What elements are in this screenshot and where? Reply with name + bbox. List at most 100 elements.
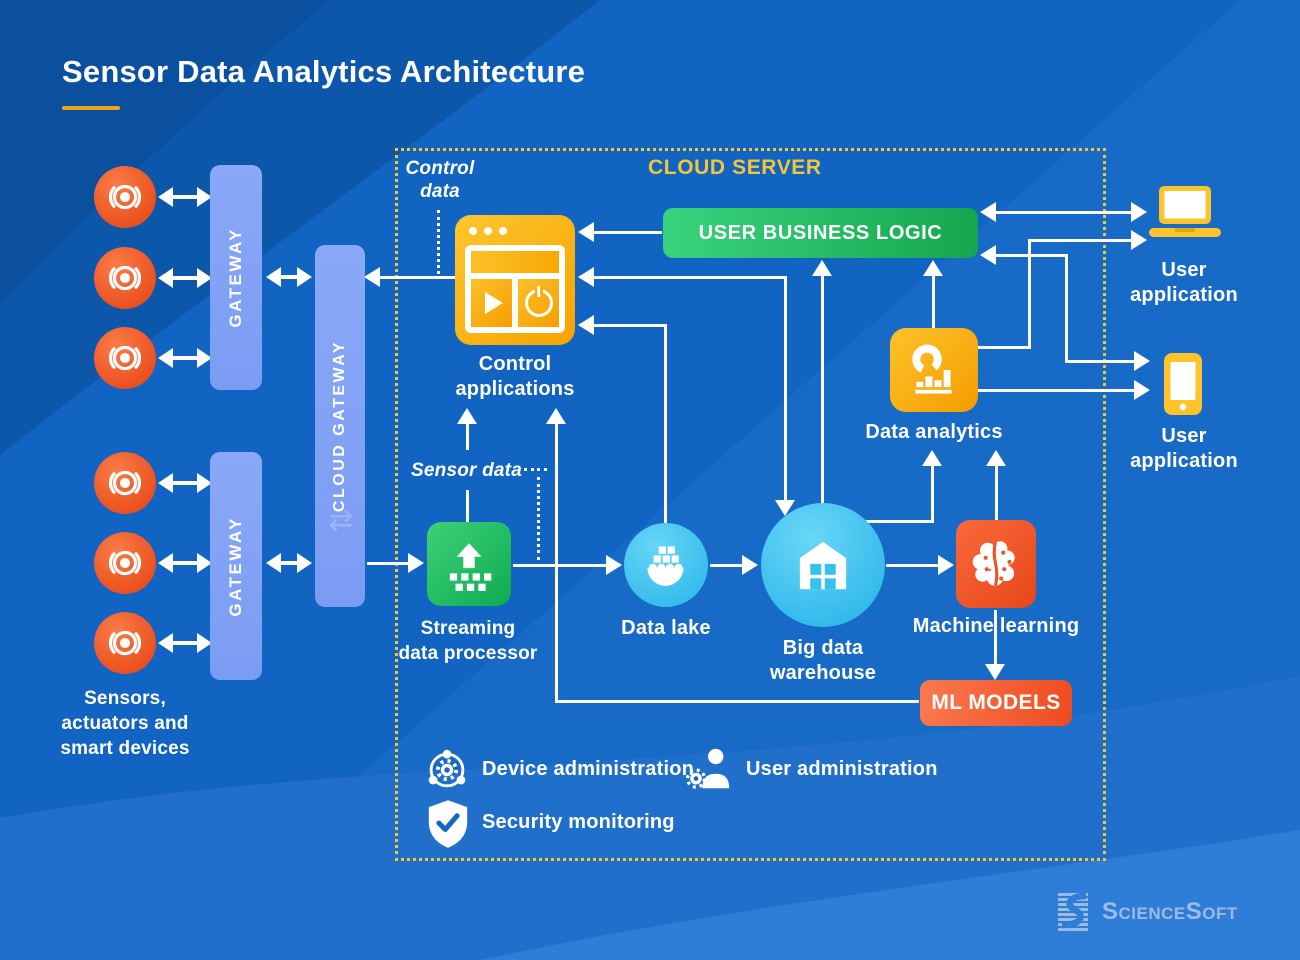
edge-sensor4-gateway bbox=[172, 481, 198, 485]
cloud-gateway-label: CLOUD GATEWAY bbox=[331, 339, 348, 513]
big-data-warehouse-node bbox=[761, 503, 885, 627]
power-icon bbox=[524, 289, 553, 317]
play-icon bbox=[485, 292, 503, 314]
sensor-data-dotted-line-h bbox=[524, 468, 547, 471]
arrowhead bbox=[158, 268, 173, 288]
edge-warehouse-ml bbox=[886, 564, 940, 567]
sensor-device bbox=[94, 612, 156, 674]
radar-sensor-icon bbox=[108, 470, 142, 496]
sensor-device bbox=[94, 532, 156, 594]
arrowhead bbox=[197, 187, 212, 207]
edge-ml-analytics bbox=[995, 466, 998, 520]
edge-analytics-phone bbox=[978, 389, 1134, 392]
edge-controlapps-warehouse-h bbox=[594, 276, 787, 279]
arrowhead bbox=[408, 553, 424, 573]
data-analytics-node bbox=[890, 328, 978, 412]
arrowhead bbox=[986, 450, 1006, 466]
sensor-device bbox=[94, 247, 156, 309]
app-window-play-power-icon bbox=[465, 245, 565, 333]
edge-warehouse-analytics-v bbox=[931, 466, 934, 523]
arrowhead bbox=[923, 260, 943, 276]
arrowhead bbox=[266, 267, 281, 287]
title-underline bbox=[62, 106, 120, 110]
arrowhead bbox=[297, 553, 312, 573]
user-application-desktop-label: User application bbox=[1130, 259, 1238, 306]
shield-check-icon bbox=[428, 800, 468, 848]
edge-analytics-ubl bbox=[932, 276, 935, 328]
edge-analytics-laptop-b bbox=[1028, 239, 1031, 347]
edge-controlapps-cloudgateway bbox=[380, 276, 455, 279]
sensor-device bbox=[94, 166, 156, 228]
edge-gateway1-cloudgateway bbox=[279, 275, 299, 279]
arrowhead bbox=[158, 187, 173, 207]
data-analytics-label: Data analytics bbox=[865, 421, 1003, 443]
edge-mlmodels-controlapps bbox=[555, 424, 558, 703]
control-applications-node bbox=[455, 215, 575, 345]
arrowhead bbox=[1131, 202, 1147, 222]
edge-ubl-phone-b bbox=[1065, 254, 1068, 362]
edge-datalake-controlapps-h bbox=[594, 324, 666, 327]
transfer-arrows-icon: ⇄ bbox=[328, 504, 354, 537]
machine-learning-label: Machine learning bbox=[912, 615, 1080, 637]
laptop-icon bbox=[1149, 186, 1221, 237]
donut-bar-chart-icon bbox=[912, 344, 952, 394]
user-gear-icon bbox=[685, 748, 730, 789]
cloud-server-boundary bbox=[395, 148, 1106, 861]
edge-sensor2-gateway bbox=[172, 276, 198, 280]
cloud-server-label: CLOUD SERVER bbox=[648, 156, 822, 179]
app-window-dots bbox=[469, 227, 507, 235]
edge-datalake-controlapps-v bbox=[664, 324, 667, 523]
user-application-mobile-label: User application bbox=[1130, 425, 1238, 472]
arrowhead bbox=[546, 408, 566, 424]
radar-sensor-icon bbox=[108, 265, 142, 291]
arrowhead bbox=[938, 555, 954, 575]
smartphone-icon bbox=[1164, 353, 1202, 415]
edge-ubl-phone-c bbox=[1065, 360, 1134, 363]
edge-streaming-datalake bbox=[513, 564, 608, 567]
user-business-logic-node: USER BUSINESS LOGIC bbox=[663, 208, 978, 258]
radar-sensor-icon bbox=[108, 550, 142, 576]
edge-datalake-warehouse bbox=[710, 564, 744, 567]
edge-ml-mlmodels bbox=[994, 610, 997, 664]
arrowhead bbox=[457, 408, 477, 424]
arrowhead bbox=[1134, 351, 1150, 371]
gateway-bottom: GATEWAY bbox=[210, 452, 262, 680]
brain-circuit-icon bbox=[972, 541, 1015, 587]
edge-warehouse-ubl bbox=[821, 276, 824, 504]
radar-sensor-icon bbox=[108, 630, 142, 656]
ml-models-label: ML MODELS bbox=[931, 691, 1061, 714]
edge-ubl-phone-a bbox=[996, 254, 1068, 257]
arrowhead bbox=[197, 553, 212, 573]
sciencesoft-logo-mark bbox=[1058, 892, 1088, 931]
edge-controlapps-warehouse-v bbox=[784, 276, 787, 500]
device-administration-label: Device administration bbox=[482, 758, 695, 780]
data-lake-node bbox=[624, 523, 708, 607]
arrowhead bbox=[922, 450, 942, 466]
user-administration-label: User administration bbox=[746, 758, 938, 780]
arrowhead bbox=[266, 553, 281, 573]
control-data-label: Control data bbox=[405, 158, 475, 202]
edge-analytics-laptop-a bbox=[978, 346, 1031, 349]
arrowhead bbox=[578, 315, 594, 335]
ml-models-node: ML MODELS bbox=[920, 680, 1072, 726]
gateway-top: GATEWAY bbox=[210, 165, 262, 390]
arrowhead bbox=[742, 555, 758, 575]
edge-sensor3-gateway bbox=[172, 356, 198, 360]
gateway-bottom-label: GATEWAY bbox=[226, 515, 245, 617]
cloud-gateway: CLOUD GATEWAY ⇄ bbox=[315, 245, 365, 607]
machine-learning-node bbox=[956, 520, 1036, 608]
sensor-data-dotted-line-v bbox=[537, 477, 540, 560]
sciencesoft-logo-text: ScienceSoft bbox=[1102, 898, 1238, 925]
edge-streaming-controlapps-a bbox=[466, 424, 469, 450]
edge-analytics-laptop-c bbox=[1028, 239, 1131, 242]
sensor-device bbox=[94, 452, 156, 514]
arrowhead bbox=[1131, 230, 1147, 250]
radar-sensor-icon bbox=[108, 345, 142, 371]
sensor-device bbox=[94, 327, 156, 389]
floating-dock-icon bbox=[647, 546, 684, 586]
arrowhead bbox=[606, 555, 622, 575]
edge-mlmodels-return bbox=[557, 700, 919, 703]
edge-warehouse-analytics-h bbox=[866, 520, 934, 523]
arrowhead bbox=[158, 348, 173, 368]
